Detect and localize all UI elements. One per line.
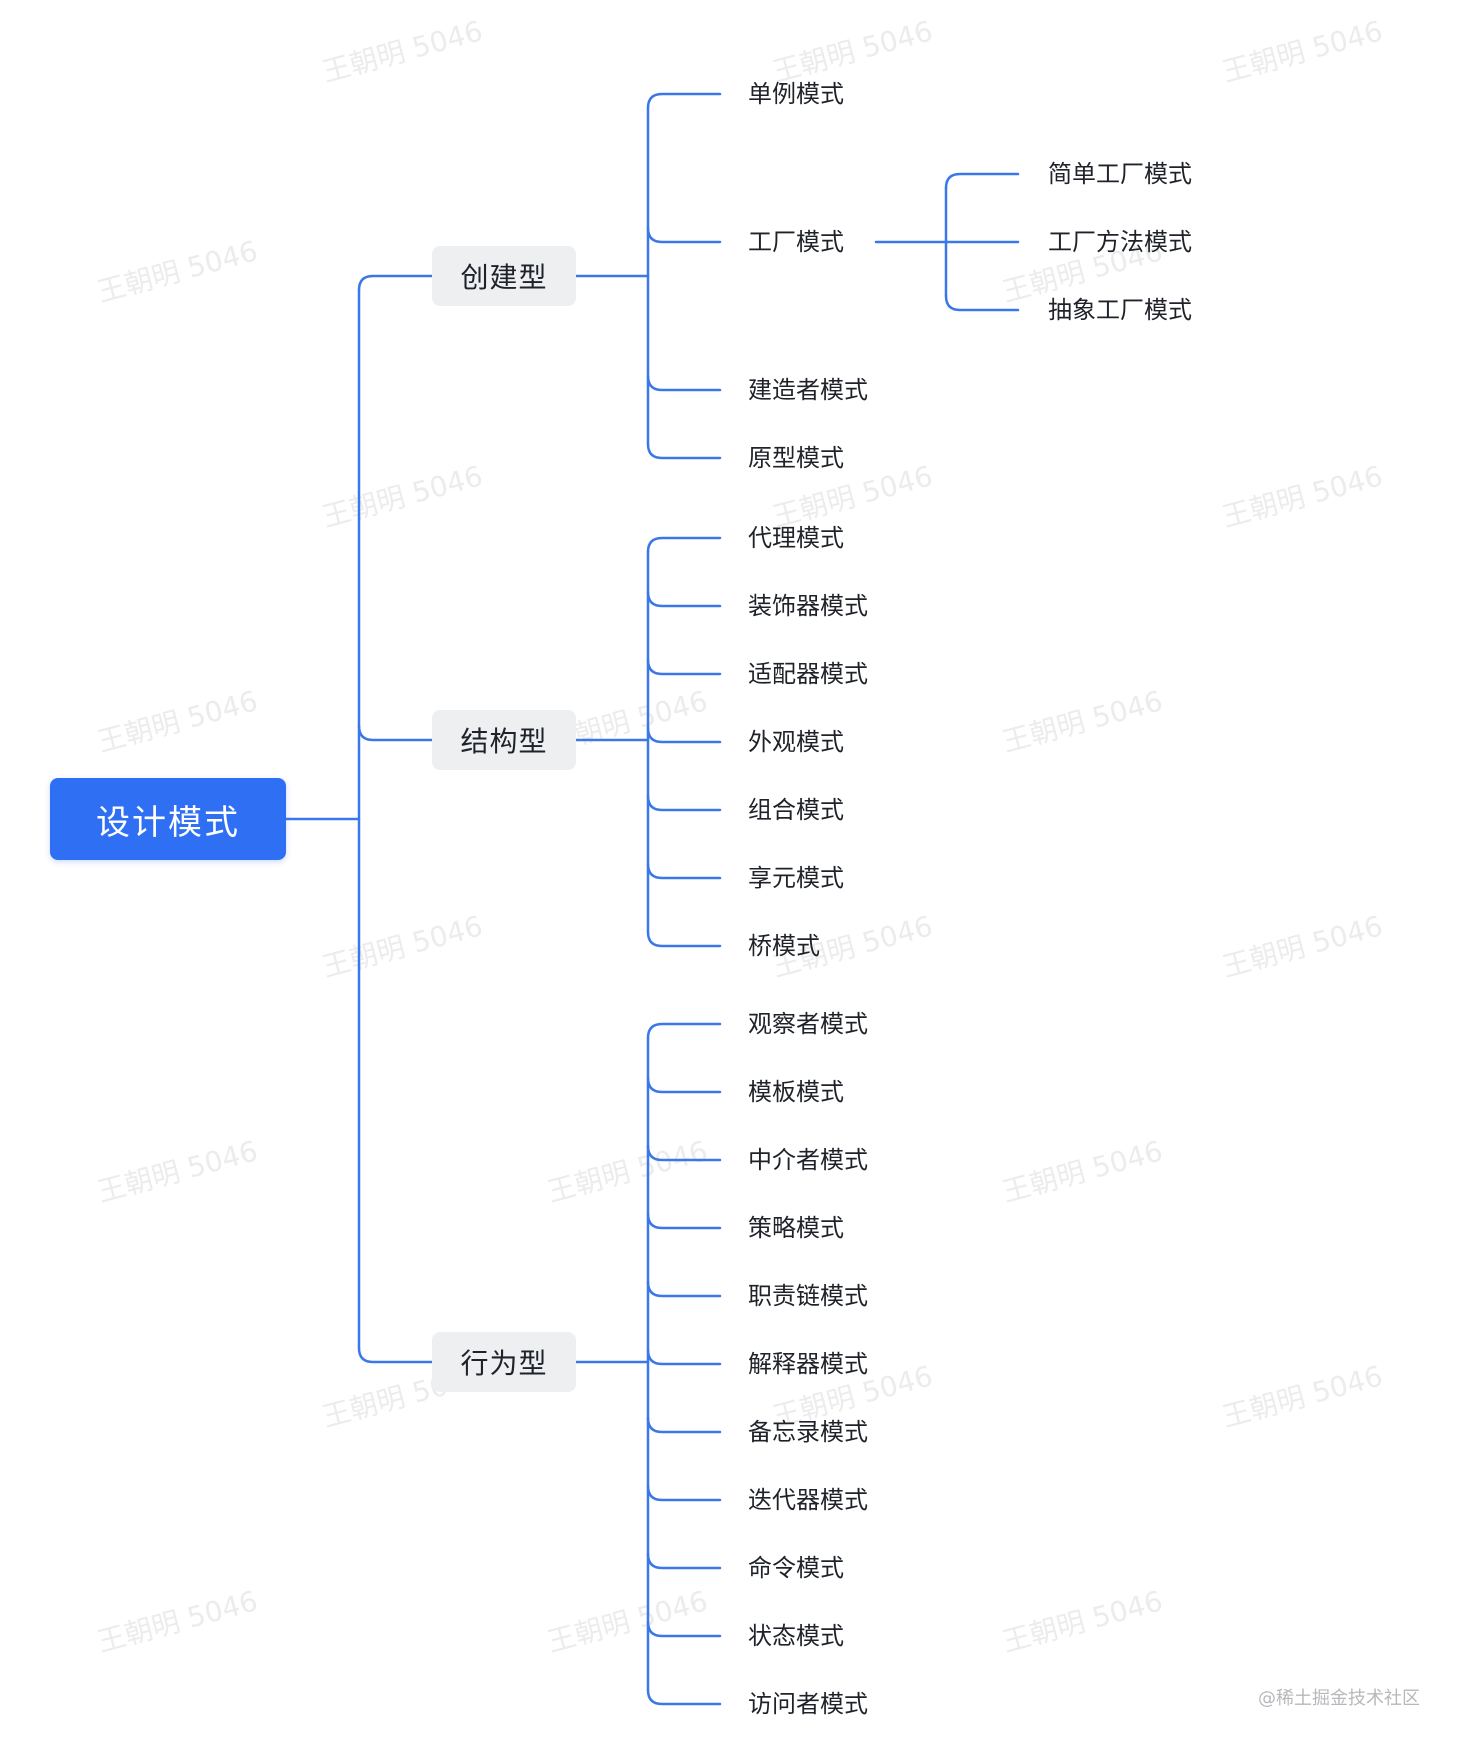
behavioral-branch-link xyxy=(646,1484,722,1502)
leaf-memento[interactable]: 备忘录模式 xyxy=(748,1418,868,1446)
leaf-visitor[interactable]: 访问者模式 xyxy=(748,1690,868,1718)
root-branch-link xyxy=(357,274,434,292)
leaf-prototype[interactable]: 原型模式 xyxy=(748,444,844,472)
behavioral-branch-link xyxy=(646,1620,722,1638)
leaf-simple-factory[interactable]: 简单工厂模式 xyxy=(1048,160,1192,188)
structural-branch-link xyxy=(646,658,722,676)
creational-branch-link xyxy=(646,92,722,110)
leaf-decorator[interactable]: 装饰器模式 xyxy=(748,592,868,620)
leaf-strategy[interactable]: 策略模式 xyxy=(748,1214,844,1242)
leaf-singleton[interactable]: 单例模式 xyxy=(748,80,844,108)
leaf-factory-method[interactable]: 工厂方法模式 xyxy=(1048,228,1192,256)
leaf-bridge[interactable]: 桥模式 xyxy=(748,932,820,960)
leaf-state[interactable]: 状态模式 xyxy=(748,1622,844,1650)
behavioral-branch-link xyxy=(646,1552,722,1570)
leaf-composite[interactable]: 组合模式 xyxy=(748,796,844,824)
root-branch-link xyxy=(357,1346,434,1364)
leaf-builder[interactable]: 建造者模式 xyxy=(748,376,868,404)
leaf-observer[interactable]: 观察者模式 xyxy=(748,1010,868,1038)
leaf-command[interactable]: 命令模式 xyxy=(748,1554,844,1582)
behavioral-branch-link xyxy=(646,1688,722,1706)
leaf-proxy[interactable]: 代理模式 xyxy=(748,524,844,552)
structural-branch-link xyxy=(646,794,722,812)
behavioral-branch-link xyxy=(646,1348,722,1366)
behavioral-branch-link xyxy=(646,1212,722,1230)
behavioral-branch-link xyxy=(646,1416,722,1434)
creational-branch-link xyxy=(646,442,722,460)
leaf-abstract-factory[interactable]: 抽象工厂模式 xyxy=(1048,296,1192,324)
factory-branch-link xyxy=(944,294,1020,312)
behavioral-branch-link xyxy=(646,1022,722,1040)
creational-branch-link xyxy=(646,226,722,244)
creational-branch-link xyxy=(646,374,722,392)
structural-branch-link xyxy=(646,726,722,744)
behavioral-branch-link xyxy=(646,1144,722,1162)
root-node[interactable]: 设计模式 xyxy=(50,778,286,860)
structural-branch-link xyxy=(646,536,722,554)
leaf-interpreter[interactable]: 解释器模式 xyxy=(748,1350,868,1378)
leaf-facade[interactable]: 外观模式 xyxy=(748,728,844,756)
leaf-chain-of-responsibility[interactable]: 职责链模式 xyxy=(748,1282,868,1310)
root-branch-link xyxy=(357,724,434,742)
leaf-template[interactable]: 模板模式 xyxy=(748,1078,844,1106)
leaf-mediator[interactable]: 中介者模式 xyxy=(748,1146,868,1174)
structural-branch-link xyxy=(646,930,722,948)
behavioral-branch-link xyxy=(646,1076,722,1094)
leaf-iterator[interactable]: 迭代器模式 xyxy=(748,1486,868,1514)
category-behavioral[interactable]: 行为型 xyxy=(432,1332,576,1392)
leaf-flyweight[interactable]: 享元模式 xyxy=(748,864,844,892)
structural-branch-link xyxy=(646,590,722,608)
factory-branch-link xyxy=(944,172,1020,190)
behavioral-branch-link xyxy=(646,1280,722,1298)
leaf-adapter[interactable]: 适配器模式 xyxy=(748,660,868,688)
leaf-factory[interactable]: 工厂模式 xyxy=(748,228,844,256)
site-credit: @稀土掘金技术社区 xyxy=(1258,1688,1420,1709)
category-structural[interactable]: 结构型 xyxy=(432,710,576,770)
structural-branch-link xyxy=(646,862,722,880)
category-creational[interactable]: 创建型 xyxy=(432,246,576,306)
